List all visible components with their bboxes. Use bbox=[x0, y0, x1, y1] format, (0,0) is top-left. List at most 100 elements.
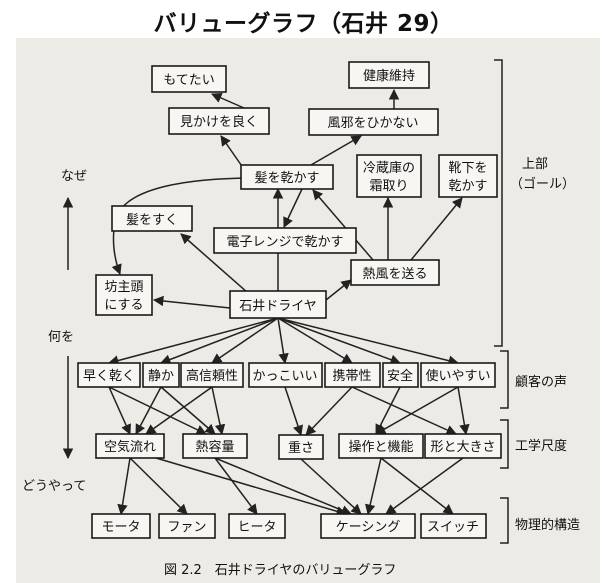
edge-arrow bbox=[277, 317, 289, 365]
node-p-fan: ファン bbox=[158, 513, 216, 539]
edge-arrow bbox=[457, 386, 470, 436]
svg-text:安全: 安全 bbox=[387, 368, 413, 384]
edge-arrow bbox=[351, 386, 457, 435]
edge-arrow bbox=[284, 386, 303, 436]
edge-arrow bbox=[380, 457, 454, 515]
svg-text:電子レンジで乾かす: 電子レンジで乾かす bbox=[226, 235, 343, 250]
edge-arrow bbox=[211, 92, 245, 109]
svg-text:熱風を送る: 熱風を送る bbox=[362, 267, 427, 282]
edge-arrow bbox=[108, 386, 207, 435]
why-label: なぜ bbox=[61, 169, 87, 184]
svg-text:坊主頭: 坊主頭 bbox=[104, 280, 143, 295]
figure-caption: 図 2.2 石井ドライヤのバリューグラフ bbox=[164, 563, 396, 578]
node-c-shinrai: 高信頼性 bbox=[180, 362, 244, 388]
svg-text:静か: 静か bbox=[148, 369, 174, 384]
svg-text:モータ: モータ bbox=[101, 520, 140, 535]
node-motetai: もてたい bbox=[151, 65, 227, 93]
svg-text:空気流れ: 空気流れ bbox=[104, 439, 156, 455]
node-neppu: 熱風を送る bbox=[350, 259, 440, 286]
edge-arrow bbox=[129, 457, 188, 515]
svg-text:にする: にする bbox=[104, 298, 143, 313]
node-e-sosa: 操作と機能 bbox=[338, 433, 424, 459]
edges bbox=[107, 88, 470, 517]
edge-arrow bbox=[300, 458, 362, 515]
svg-text:形と大きさ: 形と大きさ bbox=[430, 440, 495, 455]
node-kaze: 風邪をひかない bbox=[308, 108, 439, 136]
node-kami-suku: 髪をすく bbox=[111, 205, 193, 232]
node-p-switch: スイッチ bbox=[420, 513, 487, 539]
node-e-kuki: 空気流れ bbox=[95, 433, 165, 459]
node-kenko: 健康維持 bbox=[348, 61, 430, 89]
edge-arrow bbox=[145, 386, 213, 435]
edge-arrow bbox=[325, 279, 352, 301]
edge-arrow bbox=[152, 295, 231, 309]
edge-arrow bbox=[312, 189, 374, 261]
svg-text:乾かす: 乾かす bbox=[448, 179, 487, 194]
node-p-motor: モータ bbox=[91, 513, 151, 539]
node-c-anzen: 安全 bbox=[382, 362, 419, 388]
svg-text:スイッチ: スイッチ bbox=[427, 520, 479, 535]
engineering-level-label: 工学尺度 bbox=[515, 438, 567, 454]
svg-text:熱容量: 熱容量 bbox=[195, 439, 234, 455]
node-c-hayaku: 早く乾く bbox=[77, 362, 141, 388]
svg-text:冷蔵庫の: 冷蔵庫の bbox=[363, 161, 415, 176]
edge-arrow bbox=[160, 386, 216, 435]
node-p-heater: ヒータ bbox=[228, 513, 286, 539]
svg-text:重さ: 重さ bbox=[288, 440, 314, 456]
svg-text:高信頼性: 高信頼性 bbox=[186, 368, 238, 384]
svg-text:かっこいい: かっこいい bbox=[252, 369, 317, 384]
svg-text:靴下を: 靴下を bbox=[448, 161, 487, 176]
edge-arrow bbox=[211, 317, 279, 364]
node-c-kakko: かっこいい bbox=[248, 362, 323, 388]
node-c-tsukai: 使いやすい bbox=[420, 362, 496, 388]
node-c-keitai: 携帯性 bbox=[324, 362, 381, 388]
edge-arrow bbox=[180, 233, 257, 301]
scanned-figure: なぜ 何を どうやって 上部 （ゴール） 顧客の声 工学尺度 物理的構造 もてた… bbox=[16, 38, 600, 583]
what-label: 何を bbox=[48, 329, 74, 345]
physical-level-label: 物理的構造 bbox=[515, 517, 580, 533]
page-title: バリューグラフ（石井 29） bbox=[153, 11, 454, 37]
edge-arrow bbox=[305, 386, 353, 436]
edge-arrow bbox=[277, 317, 353, 364]
node-e-omosa: 重さ bbox=[278, 434, 324, 460]
node-p-casing: ケーシング bbox=[320, 513, 416, 539]
svg-text:操作と機能: 操作と機能 bbox=[348, 439, 413, 455]
edge-arrow bbox=[283, 188, 303, 228]
edge-arrow bbox=[108, 386, 131, 435]
node-product: 石井ドライヤ bbox=[229, 290, 327, 319]
edge-arrow bbox=[375, 386, 459, 435]
goal-level-label: （ゴール） bbox=[510, 176, 575, 192]
edge-arrow bbox=[155, 457, 348, 517]
edge-arrow bbox=[135, 386, 162, 435]
edge-arrow bbox=[310, 135, 362, 166]
svg-text:風邪をひかない: 風邪をひかない bbox=[327, 116, 418, 131]
svg-text:使いやすい: 使いやすい bbox=[425, 368, 490, 384]
upper-bracket bbox=[494, 59, 503, 347]
edge-arrow bbox=[117, 457, 131, 516]
svg-text:霜取り: 霜取り bbox=[369, 179, 408, 194]
node-e-netsu: 熱容量 bbox=[182, 433, 248, 459]
node-e-katachi: 形と大きさ bbox=[424, 433, 502, 459]
node-c-shizuka: 静か bbox=[142, 362, 180, 388]
edge-arrow bbox=[277, 317, 401, 365]
svg-text:髪を乾かす: 髪を乾かす bbox=[254, 171, 319, 186]
svg-text:ファン: ファン bbox=[167, 520, 206, 535]
svg-text:ヒータ: ヒータ bbox=[237, 520, 276, 535]
node-denshi: 電子レンジで乾かす bbox=[213, 227, 357, 254]
edge-arrow bbox=[211, 386, 226, 436]
edge-arrow bbox=[214, 457, 258, 515]
upper-level-label: 上部 bbox=[522, 157, 548, 172]
edge-arrow bbox=[410, 197, 463, 261]
customer-bracket bbox=[500, 350, 509, 409]
svg-text:早く乾く: 早く乾く bbox=[83, 369, 135, 384]
svg-text:ケーシング: ケーシング bbox=[336, 520, 401, 535]
svg-text:見かけを良く: 見かけを良く bbox=[180, 114, 258, 130]
value-graph-diagram: なぜ 何を どうやって 上部 （ゴール） 顧客の声 工学尺度 物理的構造 もてた… bbox=[22, 59, 580, 578]
svg-text:髪をすく: 髪をすく bbox=[126, 213, 178, 228]
svg-text:石井ドライヤ: 石井ドライヤ bbox=[239, 299, 317, 314]
svg-text:携帯性: 携帯性 bbox=[332, 368, 371, 384]
